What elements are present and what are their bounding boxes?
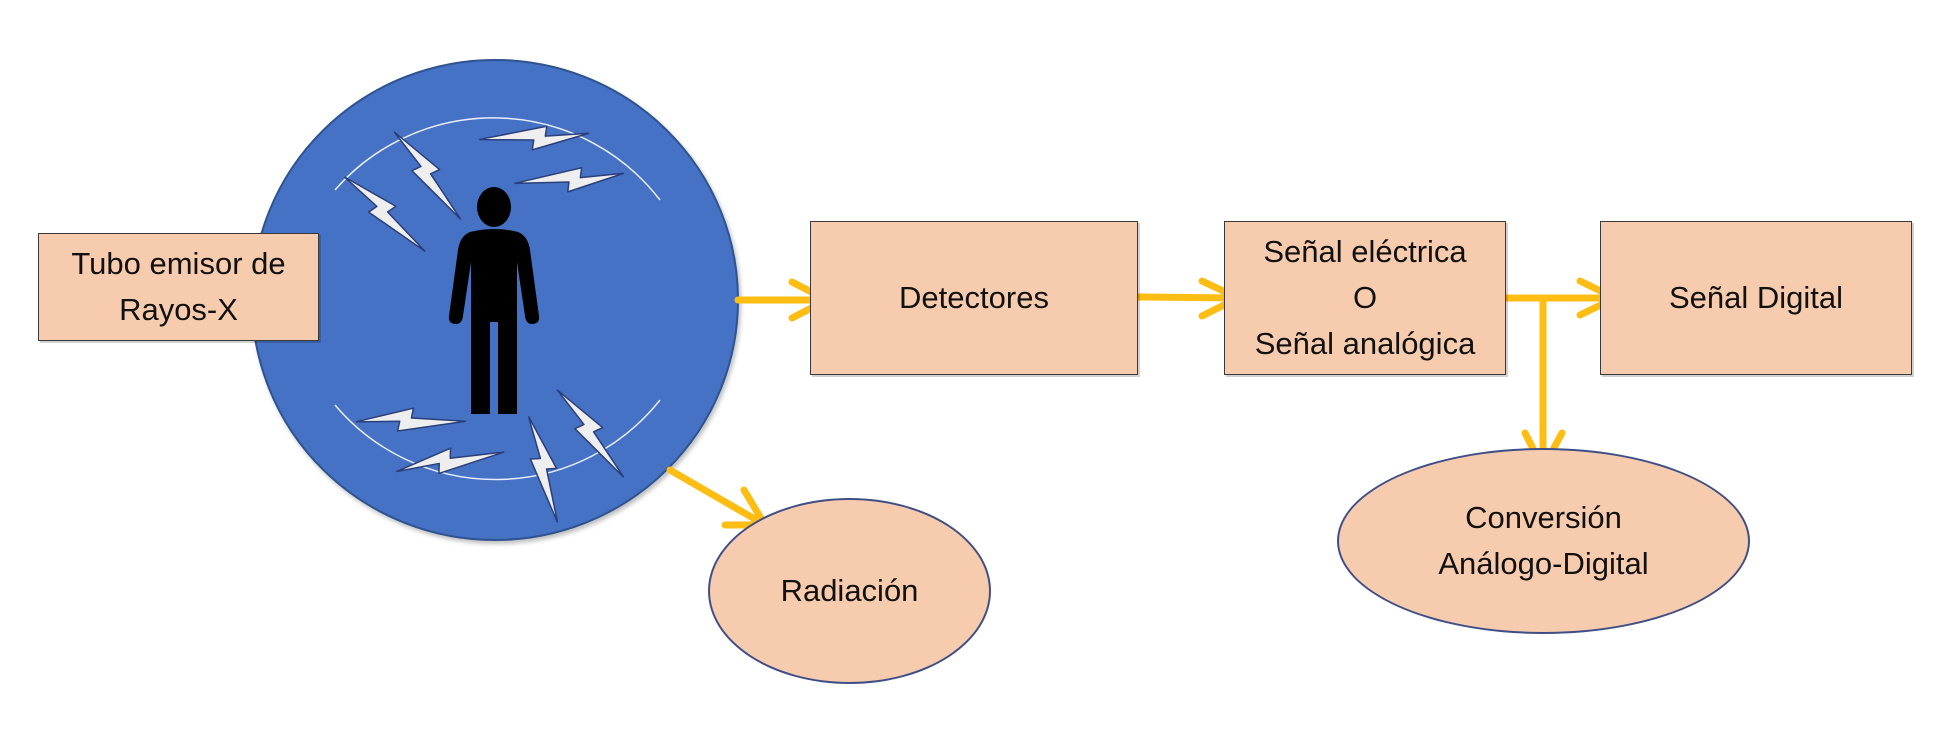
arrow-detectores-to-senal-electrica (1134, 277, 1242, 320)
senal-electrica-label-line3: Señal analógica (1254, 326, 1476, 361)
senal-digital-box: Señal Digital (1600, 221, 1912, 375)
senal-digital-label: Señal Digital (1668, 280, 1844, 315)
detectores-box: Detectores (810, 221, 1138, 375)
conversion-ellipse: Conversión Análogo-Digital (1337, 448, 1750, 634)
person-icon (448, 187, 540, 414)
senal-electrica-box: Señal eléctrica O Señal analógica (1224, 221, 1506, 375)
senal-electrica-label-line1: Señal eléctrica (1263, 234, 1467, 269)
tubo-emisor-label-line1: Tubo emisor de (71, 246, 286, 281)
upper-arc (334, 117, 661, 201)
tubo-emisor-box: Tubo emisor de Rayos-X (38, 233, 319, 341)
arrow-senal-electrica-to-senal-digital (1502, 277, 1619, 319)
radiacion-ellipse: Radiación (708, 498, 991, 684)
tubo-emisor-label-line2: Rayos-X (119, 292, 238, 327)
arrow-to-conversion (1521, 296, 1566, 472)
conversion-label-line1: Conversión (1465, 500, 1622, 535)
detectores-label: Detectores (899, 280, 1049, 315)
conversion-label-line2: Análogo-Digital (1438, 546, 1649, 581)
arrow-circle-to-radiacion (666, 466, 769, 529)
radiacion-label: Radiación (780, 573, 919, 608)
lower-arc (334, 399, 661, 481)
senal-electrica-label-line2: O (1352, 280, 1378, 315)
